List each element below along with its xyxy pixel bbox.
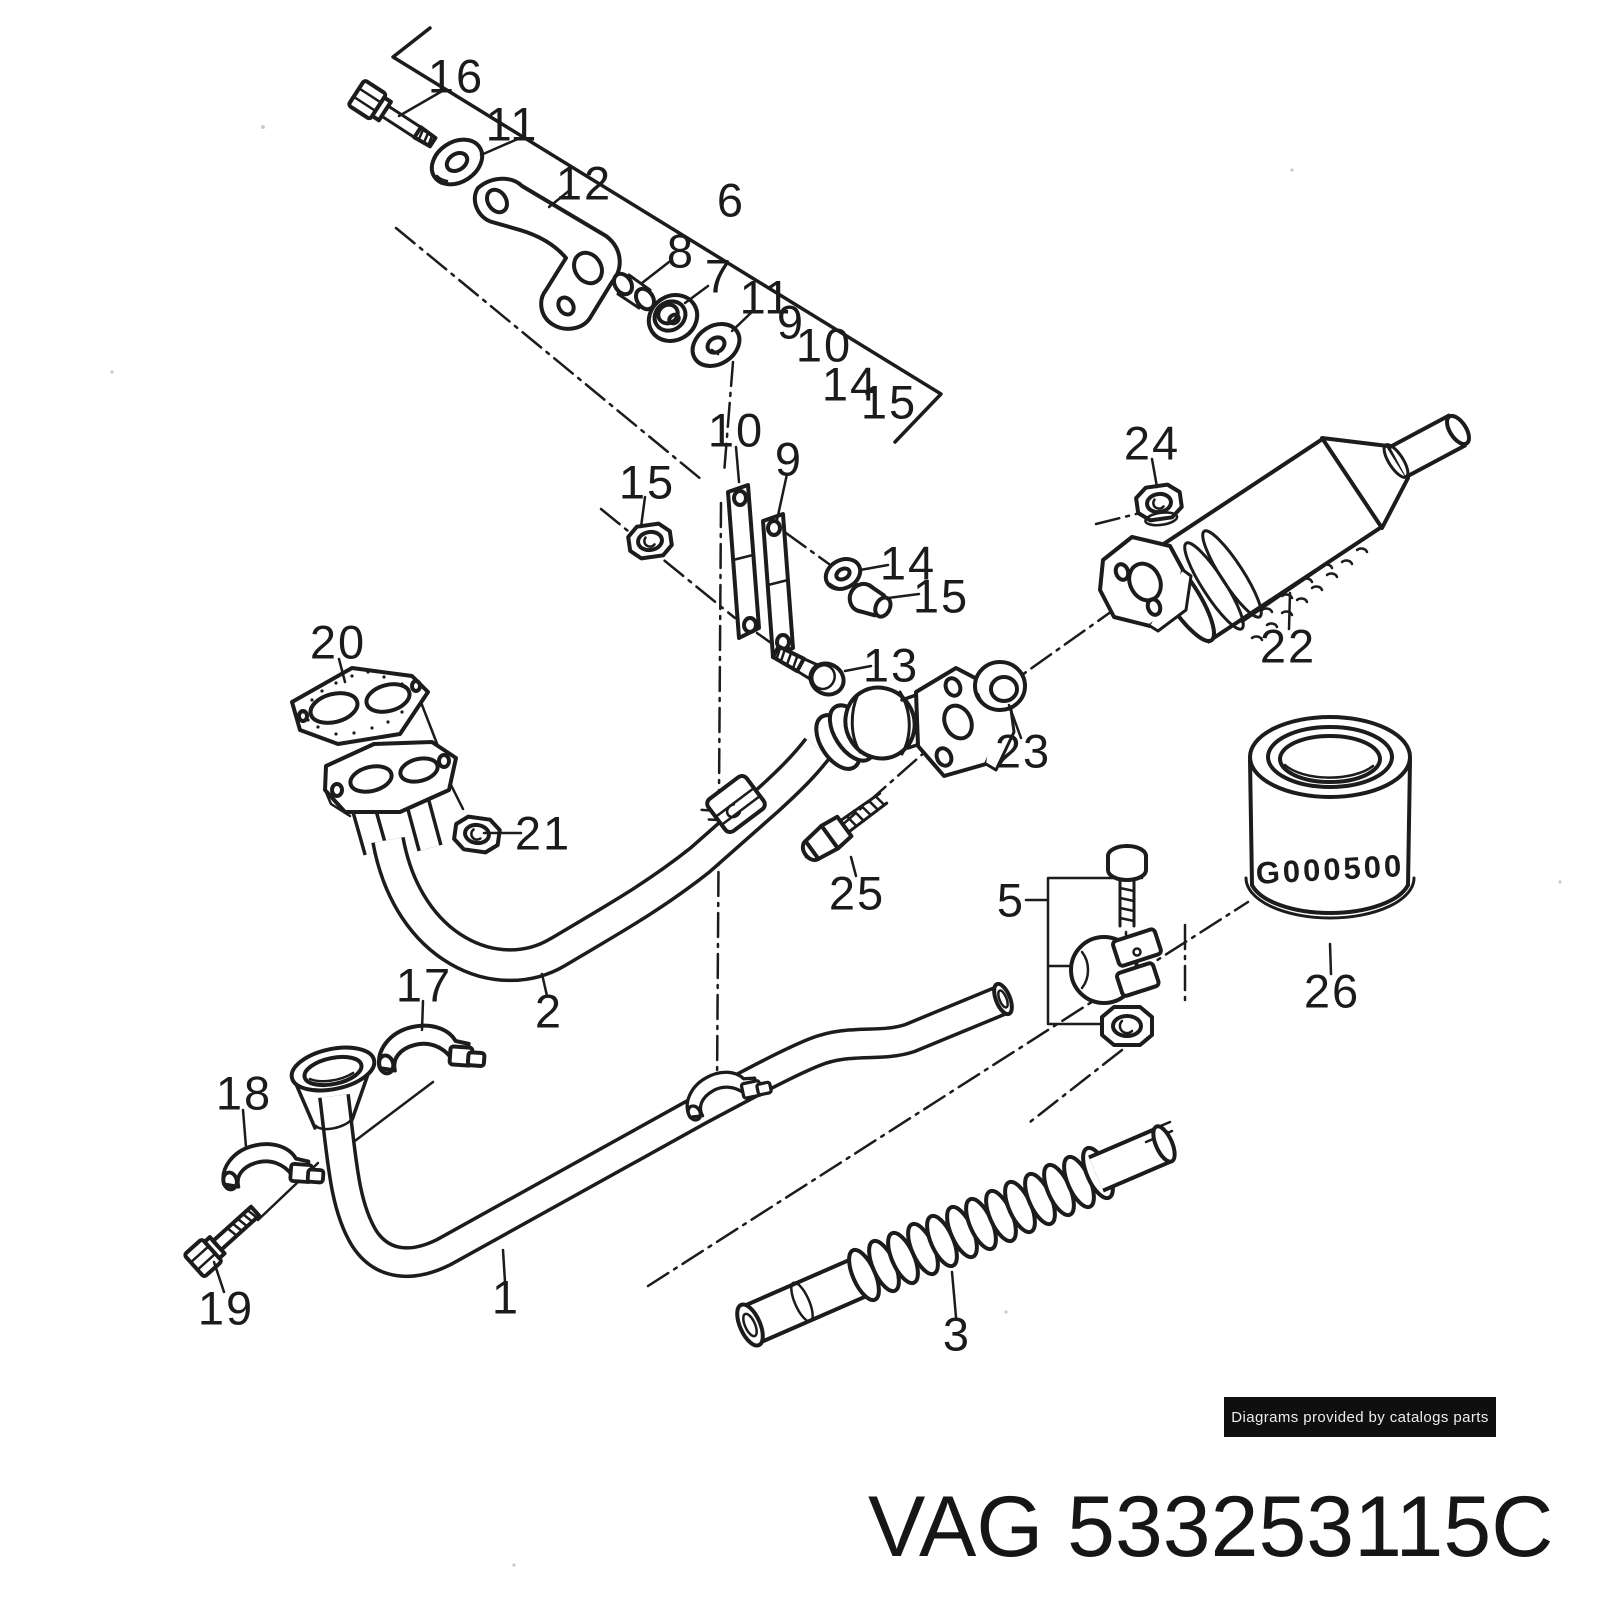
part-callout-12-2: 12 [555,156,613,210]
hanger-strap-9 [761,512,795,659]
clamp-bolt [1106,844,1148,928]
part-callout-2-24: 2 [534,984,564,1038]
group-boundary-line [391,26,943,444]
part-callout-18-26: 18 [215,1066,273,1120]
bolt-13 [770,644,846,697]
part-callout-9-7: 9 [776,295,806,349]
pipe-clamp-mounted [685,1070,773,1122]
part-callout-20-20: 20 [309,615,367,669]
front-pipe-1 [318,981,1014,1279]
seal-ring-23 [973,660,1027,712]
nut-15-right [847,581,893,619]
bolt-16 [347,79,438,149]
washer-14 [823,557,863,591]
flex-ball-joint [814,685,940,771]
part-callout-19-27: 19 [197,1281,255,1335]
part-callout-5-23: 5 [996,873,1026,927]
nut-15-left [626,521,674,561]
part-callout-6-3: 6 [716,173,746,227]
bolt-19 [183,1204,262,1278]
part-callout-3-29: 3 [942,1307,972,1361]
nut-24 [1134,482,1184,527]
downpipe-2 [323,737,832,983]
part-callout-1-28: 1 [491,1270,521,1324]
washer-11-lower [690,322,742,368]
sensor-bolt-25 [800,791,889,863]
part-callout-24-17: 24 [1123,416,1181,470]
nut-21 [452,814,502,855]
part-callout-10-11: 10 [707,403,765,457]
part-callout-23-19: 23 [994,724,1052,778]
part-callout-14-9: 14 [821,357,879,411]
part-callout-21-21: 21 [514,806,572,860]
part-callout-14-14: 14 [879,536,937,590]
part-callout-15-13: 15 [618,455,676,509]
clamp-saddle [1069,927,1163,1005]
clamp-17 [377,1023,487,1076]
part-number-title: VAG 533253115C [868,1479,1554,1575]
spring-band-clamp [700,773,767,835]
clamp-18 [221,1142,326,1192]
part-callout-17-25: 17 [395,958,453,1012]
part-callout-9-12: 9 [774,432,804,486]
part-callout-15-10: 15 [860,375,918,429]
leader-lines [212,88,1333,1319]
hanger-strap-10 [726,483,761,640]
catalytic-converter-22 [1098,413,1471,644]
gasket-20 [290,666,430,746]
part-callout-8-4: 8 [666,224,696,278]
part-callout-7-5: 7 [704,249,734,303]
part-callout-25-22: 25 [828,866,886,920]
clamp-nut [1100,1005,1154,1047]
flex-pipe-3 [735,1120,1177,1348]
part-callout-11-1: 11 [485,97,539,151]
washer-11-upper [429,137,485,187]
can-label: G000500 [1255,848,1405,891]
bracket-12 [472,176,622,331]
paper-specks [110,125,1562,1567]
watermark-badge: Diagrams provided by catalogs parts [1224,1397,1496,1437]
funnel-inlet [289,1045,377,1131]
part-callout-16-0: 16 [427,49,485,103]
part-callout-13-16: 13 [862,638,920,692]
part-callout-26-30: 26 [1303,964,1361,1018]
part-callout-22-18: 22 [1259,619,1317,673]
clamp-assembly-5 [1024,844,1163,1047]
paste-can-26 [1244,715,1416,920]
part-callout-10-8: 10 [795,318,853,372]
part-callout-11-6: 11 [739,270,793,324]
bushing-7 [646,293,700,343]
part-callout-15-15: 15 [912,569,970,623]
